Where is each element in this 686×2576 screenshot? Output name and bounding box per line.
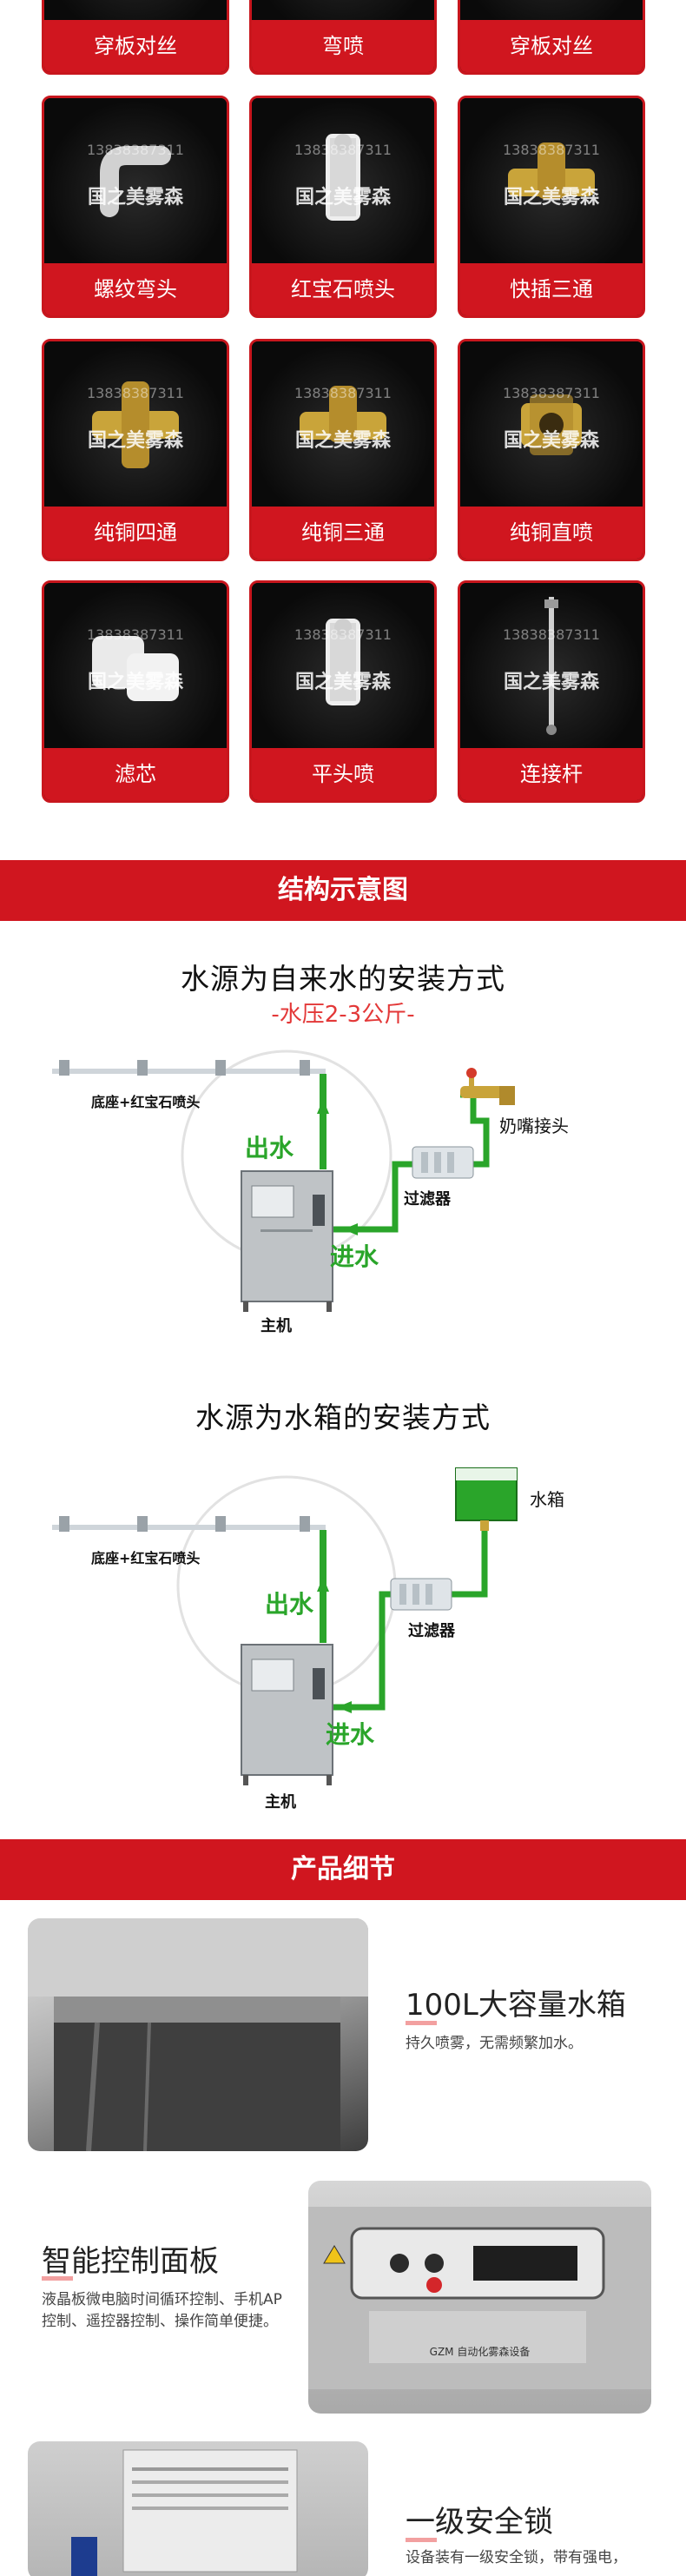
watermark-phone: 13838387311 [503,626,600,643]
part-card: 13838387311 国之美雾森连接杆 [458,580,645,803]
part-card: 13838387311国之美雾森弯喷 [249,0,437,75]
diagram1-subtitle: -水压2-3公斤- [271,1002,415,1028]
watermark-phone: 13838387311 [294,626,392,643]
watermark-phone: 13838387311 [294,142,392,158]
watermark-brand: 国之美雾森 [294,430,391,452]
diagram2-tank-label: 水箱 [530,1489,564,1510]
diagram1-in-label: 进水 [330,1242,379,1271]
part-card: 13838387311 国之美雾森红宝石喷头 [249,96,437,318]
watermark-phone: 13838387311 [87,142,184,158]
part-label: 滤芯 [44,748,227,800]
diagram1-out-label: 出水 [245,1134,294,1162]
part-shape-icon [499,134,604,233]
part-shape-icon [295,610,391,726]
part-photo: 13838387311 国之美雾森 [44,98,227,268]
diagram1-host-label: 主机 [261,1317,292,1335]
diagram2-in-label: 进水 [326,1720,375,1749]
part-shape-icon [504,377,599,476]
detail1-title: 100L大容量水箱 [406,1988,626,2023]
part-photo: 13838387311 国之美雾森 [460,583,643,753]
part-label: 穿板对丝 [460,20,643,72]
part-photo: 13838387311 国之美雾森 [44,583,227,753]
part-card: 13838387311 国之美雾森纯铜三通 [249,339,437,561]
part-shape-icon [291,377,395,476]
detail2-accent-bar [42,2276,73,2281]
detail1-desc: 持久喷雾，无需频繁加水。 [406,2035,583,2052]
part-card: 13838387311 国之美雾森滤芯 [42,580,229,803]
part-card: 13838387311 国之美雾森螺纹弯头 [42,96,229,318]
diagram-tap-water: 底座+红宝石喷头 出水 进水 过滤器 奶嘴接头 主机 [0,1034,686,1347]
watermark-phone: 13838387311 [294,385,392,401]
diagram1-svg [52,1050,515,1312]
diagram2-out-label: 出水 [265,1590,314,1619]
part-label: 平头喷 [252,748,434,800]
control-panel-svg [308,2207,651,2389]
watermark-brand: 国之美雾森 [503,672,599,693]
detail3-accent-bar [406,2538,437,2542]
part-shape-icon [83,619,188,718]
diagram2-filter-label: 过滤器 [408,1622,455,1640]
diagram-water-tank: 底座+红宝石喷头 出水 进水 过滤器 水箱 主机 [0,1455,686,1820]
lock-photo-svg [71,2449,298,2576]
tank-photo [28,1918,368,2151]
watermark-brand: 国之美雾森 [87,672,183,693]
detail3-title: 一级安全锁 [406,2505,553,2540]
watermark-brand: 国之美雾森 [503,430,599,452]
detail1-accent-bar [406,2021,437,2025]
detail2-desc: 液晶板微电脑时间循环控制、手机AP控制、遥控器控制、操作简单便捷。 [42,2291,282,2330]
tank-photo-svg [28,1918,368,2151]
part-label: 纯铜三通 [252,507,434,559]
diagram2-title: 水源为水箱的安装方式 [195,1401,491,1434]
watermark-phone: 13838387311 [503,385,600,401]
diagram1-filter-label: 过滤器 [404,1190,451,1209]
part-photo: 13838387311 国之美雾森 [460,341,643,512]
part-photo: 13838387311 国之美雾森 [252,98,434,268]
section-header-details: 产品细节 [0,1839,686,1900]
control-panel-photo: GZM 自动化雾森设备 [308,2181,651,2414]
part-card: 13838387311国之美雾森穿板对丝 [42,0,229,75]
part-label: 连接杆 [460,748,643,800]
part-card: 13838387311国之美雾森穿板对丝 [458,0,645,75]
part-photo: 13838387311 国之美雾森 [44,341,227,512]
detail2-title: 智能控制面板 [42,2244,219,2279]
diagram2-nozzle-label: 底座+红宝石喷头 [91,1550,201,1566]
part-shape-icon [295,125,391,242]
section-header-structure: 结构示意图 [0,860,686,921]
part-photo: 13838387311 国之美雾森 [460,98,643,268]
part-photo: 13838387311 国之美雾森 [252,583,434,753]
watermark-phone: 13838387311 [503,142,600,158]
part-shape-icon [83,373,188,480]
part-shape-icon [525,593,577,744]
watermark-brand: 国之美雾森 [294,187,391,209]
part-card: 13838387311 国之美雾森平头喷 [249,580,437,803]
part-card: 13838387311 国之美雾森快插三通 [458,96,645,318]
diagram1-title: 水源为自来水的安装方式 [181,962,505,996]
part-label: 纯铜直喷 [460,507,643,559]
panel-text: GZM 自动化雾森设备 [429,2346,531,2358]
watermark-brand: 国之美雾森 [87,430,183,452]
watermark-phone: 13838387311 [87,385,184,401]
part-label: 穿板对丝 [44,20,227,72]
diagram1-tap-label: 奶嘴接头 [499,1116,569,1136]
part-label: 纯铜四通 [44,507,227,559]
watermark-phone: 13838387311 [87,626,184,643]
diagram1-nozzle-label: 底座+红宝石喷头 [91,1094,201,1110]
diagram2-svg [52,1467,518,1785]
watermark-brand: 国之美雾森 [87,187,183,209]
diagram2-host-label: 主机 [265,1793,296,1811]
part-card: 13838387311 国之美雾森纯铜直喷 [458,339,645,561]
part-shape-icon [88,134,183,233]
part-photo: 13838387311 国之美雾森 [252,341,434,512]
part-label: 弯喷 [252,20,434,72]
part-card: 13838387311 国之美雾森纯铜四通 [42,339,229,561]
part-label: 快插三通 [460,263,643,315]
lock-photo [28,2441,368,2576]
detail3-desc: 设备装有一级安全锁，带有强电， [406,2549,627,2566]
part-label: 螺纹弯头 [44,263,227,315]
watermark-brand: 国之美雾森 [294,672,391,693]
watermark-brand: 国之美雾森 [503,187,599,209]
part-label: 红宝石喷头 [252,263,434,315]
